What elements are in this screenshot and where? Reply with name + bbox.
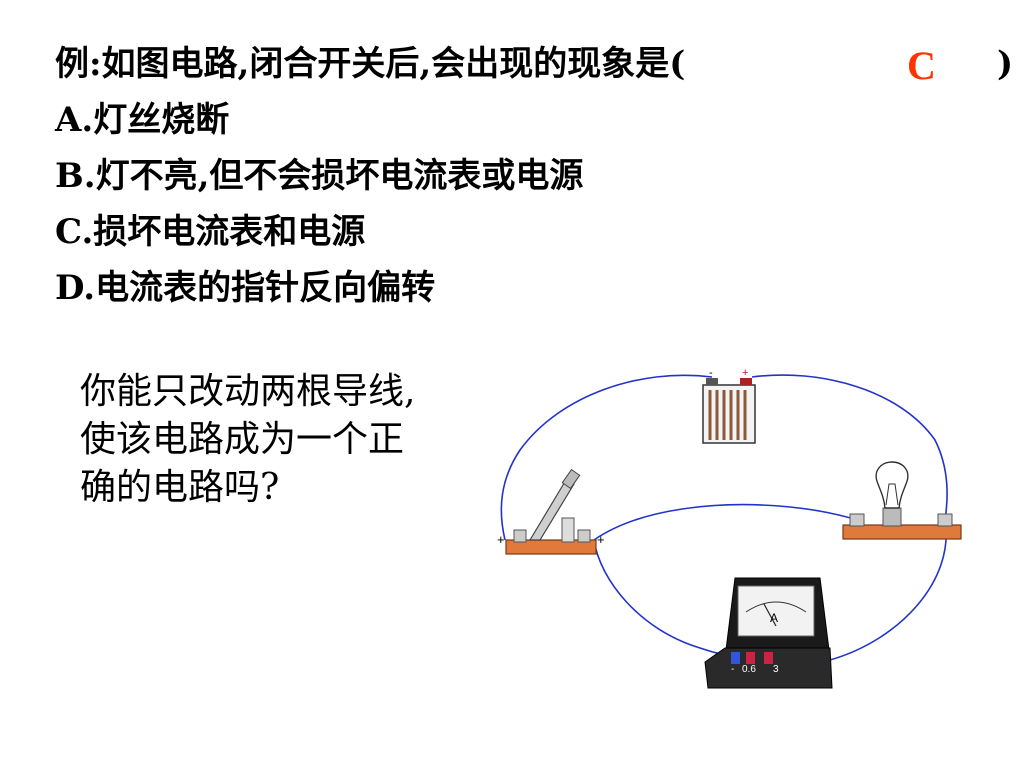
option-c: C.损坏电流表和电源 [55, 212, 366, 252]
switch-handle [561, 468, 581, 490]
wire-battery-to-lamp [751, 374, 948, 521]
lamp-base [842, 524, 962, 540]
lamp-filament [885, 483, 899, 506]
switch-post-right [577, 529, 591, 543]
battery-pos-label: + [742, 367, 748, 379]
ammeter-06-post [746, 652, 755, 664]
option-a: A.灯丝烧断 [55, 100, 230, 140]
lamp-bulb [875, 461, 909, 509]
switch: + + [497, 468, 605, 555]
option-b: B.灯不亮,但不会损坏电流表或电源 [55, 156, 584, 196]
lamp [842, 461, 962, 540]
close-paren: ) [997, 44, 1014, 84]
switch-post-left [513, 529, 527, 543]
question-stem-line: 例:如图电路,闭合开关后,会出现的现象是( C ) [55, 36, 1013, 92]
question-stem: 例:如图电路,闭合开关后,会出现的现象是( [55, 44, 686, 84]
battery-neg-terminal [706, 378, 718, 385]
battery-neg-label: - [709, 367, 713, 379]
prompt-line-3: 确的电路吗? [80, 467, 280, 508]
switch-right-mark: + [597, 532, 605, 547]
wire-battery-to-switch [500, 374, 713, 541]
option-d: D.电流表的指针反向偏转 [55, 268, 436, 308]
prompt-line-2: 使该电路成为一个正 [80, 419, 405, 460]
switch-base [505, 539, 597, 555]
wire-switch-to-lamp [593, 503, 859, 541]
ammeter-neg-post [731, 652, 740, 664]
ammeter-3-label: 3 [773, 664, 779, 675]
battery-pos-terminal [740, 378, 752, 385]
wire-switch-to-ammeter [593, 539, 749, 660]
battery: - + [702, 367, 756, 444]
prompt-text: 你能只改动两根导线, 使该电路成为一个正 确的电路吗? [80, 368, 520, 512]
lamp-terminal-right [937, 513, 953, 527]
battery-cells [708, 390, 747, 440]
ammeter-neg-label: - [731, 664, 734, 675]
lamp-socket [882, 507, 902, 527]
switch-contact [561, 517, 575, 543]
ammeter-3-post [764, 652, 773, 664]
prompt-line-1: 你能只改动两根导线, [80, 371, 416, 412]
ammeter-symbol: A [770, 611, 778, 625]
answer-mark: C [907, 43, 936, 88]
ammeter-dial [737, 585, 815, 637]
ammeter-scale [745, 601, 807, 613]
ammeter: A - 0.6 3 [704, 577, 833, 689]
question-block: 例:如图电路,闭合开关后,会出现的现象是( C ) A.灯丝烧断 B.灯不亮,但… [55, 36, 1013, 316]
switch-left-mark: + [497, 532, 505, 547]
lamp-terminal-left [849, 513, 865, 527]
ammeter-06-label: 0.6 [742, 664, 756, 675]
ammeter-needle [763, 603, 777, 627]
